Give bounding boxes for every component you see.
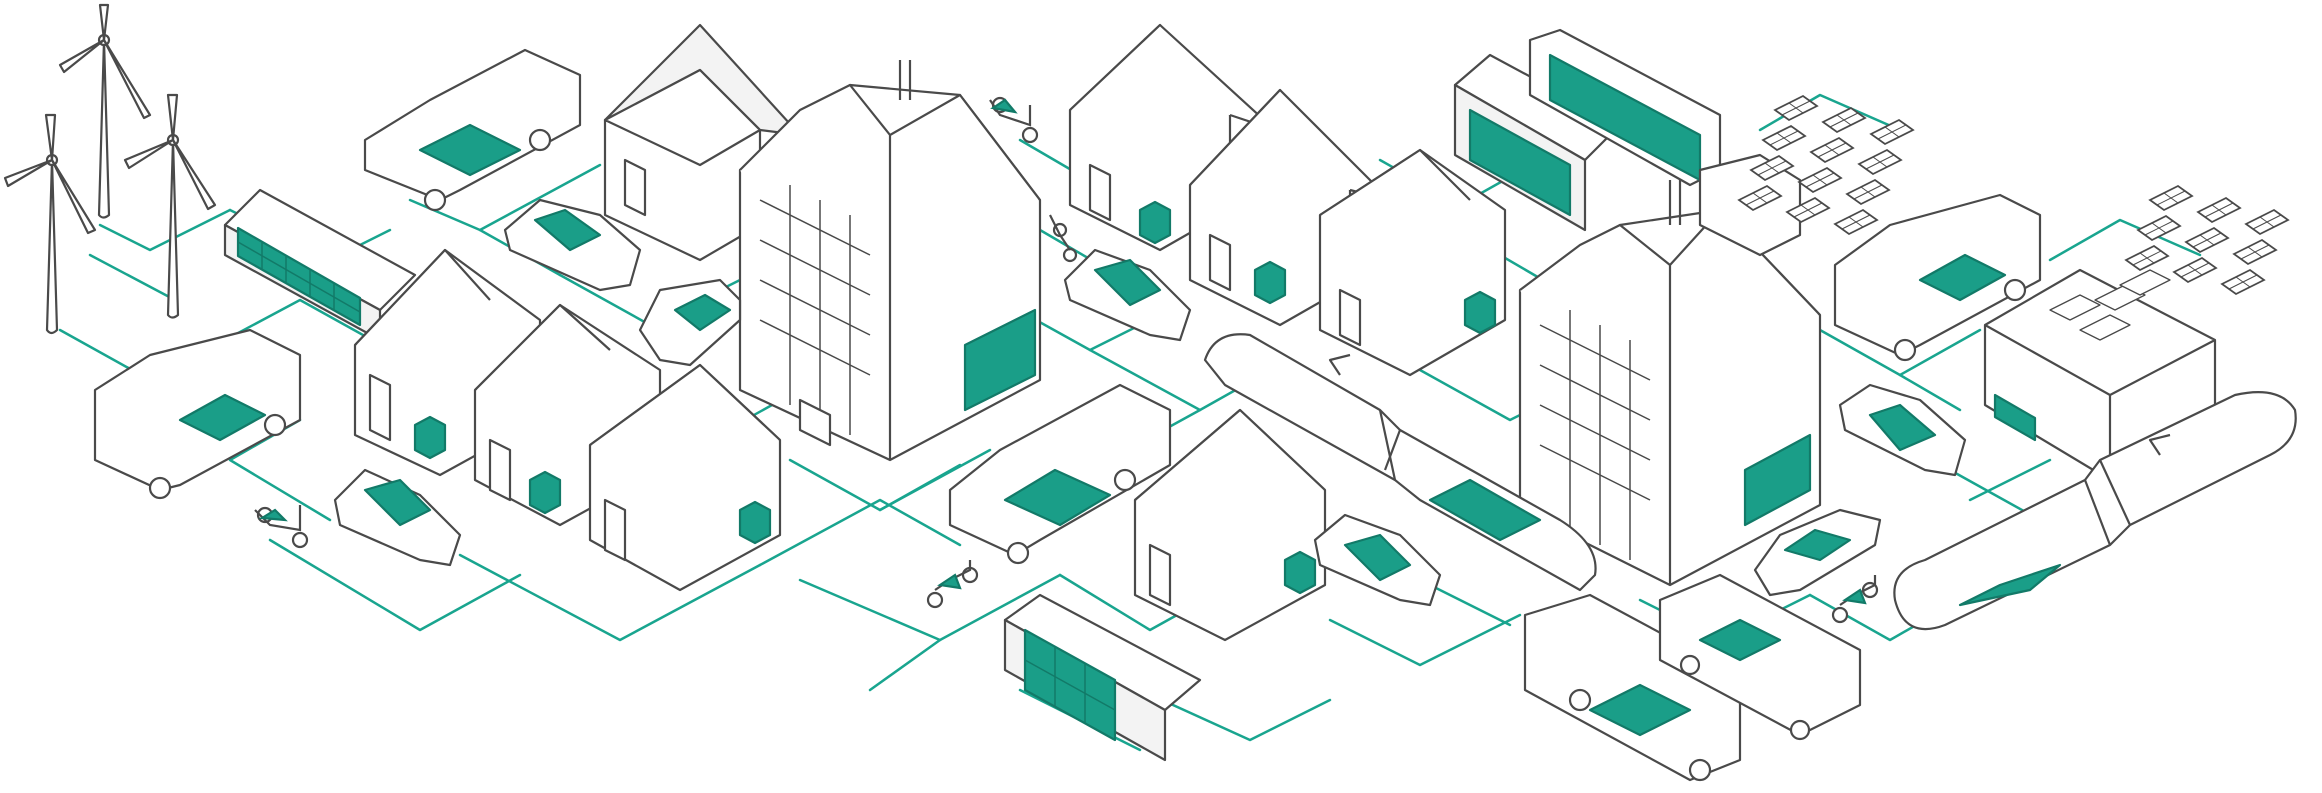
apartment-building-icon: [1983, 268, 2217, 482]
wind-turbine-icon: [123, 93, 217, 319]
network-line: [458, 553, 762, 642]
network-line: [1898, 373, 1962, 412]
house-icon: [1318, 148, 1507, 377]
apartment-building-icon: [738, 60, 1042, 462]
train-icon: [1893, 391, 2297, 631]
scooter-icon: [1831, 575, 1879, 624]
network-line: [268, 538, 522, 632]
scooter-icon: [989, 96, 1039, 144]
network-line: [868, 638, 942, 692]
car-icon: [1063, 248, 1192, 342]
van-icon: [1523, 593, 1742, 782]
network-line: [2048, 218, 2202, 262]
battery-container-icon: [1003, 593, 1202, 762]
car-icon: [1838, 383, 1967, 477]
train-icon: [1203, 333, 1597, 592]
car-icon: [638, 278, 742, 367]
van-icon: [1833, 193, 2042, 362]
network-line: [1968, 458, 2052, 502]
network-line: [98, 208, 232, 252]
scooter-icon: [926, 560, 979, 609]
network-line: [478, 163, 602, 232]
car-icon: [503, 198, 642, 292]
network-line: [88, 253, 177, 302]
house-icon: [1133, 408, 1327, 642]
wind-turbine-icon: [58, 3, 152, 219]
network-line: [878, 448, 992, 512]
house-icon: [588, 363, 782, 592]
car-icon: [333, 468, 462, 567]
van-icon: [948, 383, 1172, 565]
wind-turbine-icon: [3, 113, 97, 335]
network-line: [1758, 93, 1902, 132]
network-line: [1138, 688, 1332, 742]
van-icon: [93, 328, 302, 500]
network-line: [758, 498, 962, 567]
network-line: [1328, 613, 1522, 667]
van-icon: [363, 48, 582, 212]
house-icon: [353, 248, 542, 477]
battery-container-icon: [223, 188, 417, 342]
apartment-building-icon: [1518, 153, 1822, 587]
bus-icon: [1658, 573, 1862, 741]
scooter-icon: [254, 505, 309, 549]
network-line: [558, 273, 652, 327]
solar-panel-array: [1737, 94, 1915, 236]
solar-panel-array: [2124, 184, 2290, 296]
house-icon: [1188, 88, 1392, 327]
car-icon: [1313, 513, 1442, 607]
car-icon: [1753, 508, 1882, 597]
scooter-icon: [1049, 214, 1078, 263]
